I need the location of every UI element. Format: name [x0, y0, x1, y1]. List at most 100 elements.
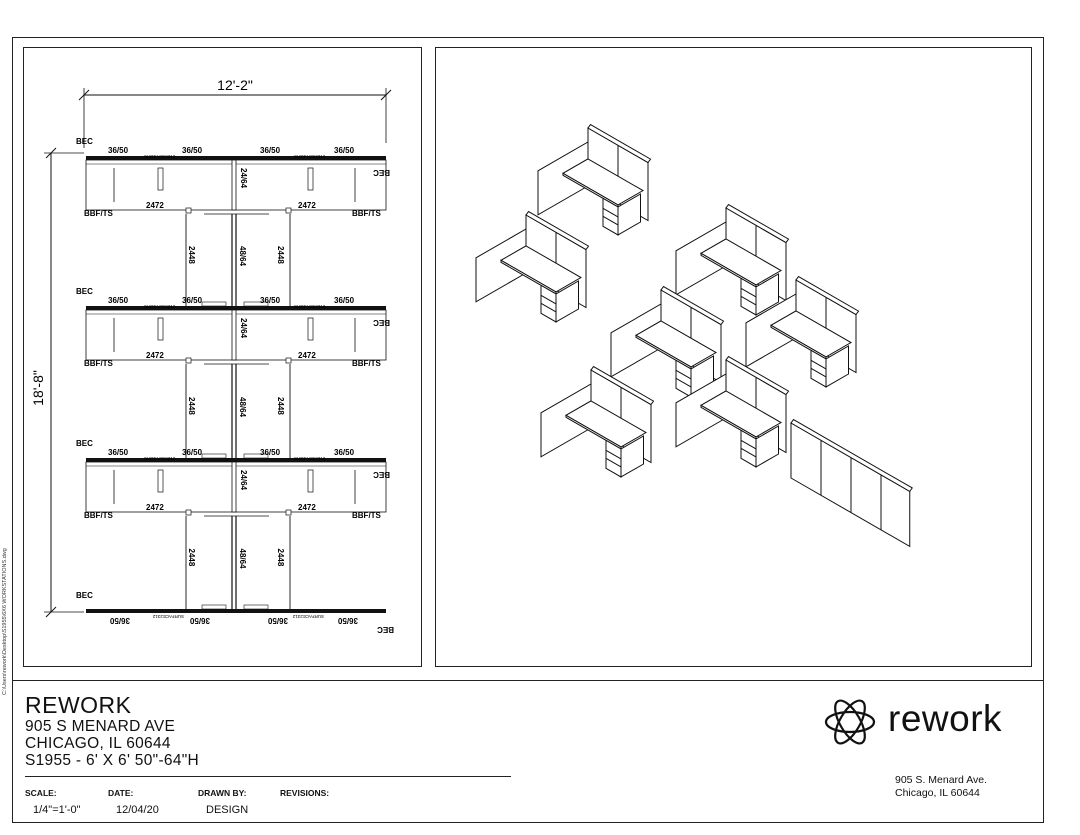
row-desk-label: 2472 — [298, 201, 316, 210]
return-label-right: 2448 — [276, 246, 285, 264]
scale-value: 1/4"=1'-0" — [33, 804, 81, 816]
overall-width-label: 12'-2" — [217, 77, 253, 93]
row-size-label: 36/50 — [334, 448, 355, 457]
row-size-label: 36/50 — [182, 296, 203, 305]
drawer-line — [675, 369, 692, 380]
row-size-label: 36/50 — [182, 146, 203, 155]
row-desk-label: 2472 — [146, 201, 164, 210]
file-path-text: C:\Users\rework\Desktop\S1955\6X6 WORKST… — [2, 548, 8, 695]
side-panel — [745, 293, 797, 368]
drawn-by-value: DESIGN — [206, 804, 249, 816]
front-panel-cap — [790, 418, 913, 493]
drawer-line — [740, 295, 757, 306]
row-top-panel — [86, 458, 386, 462]
back-panel-cap — [660, 285, 725, 326]
drawing-frame — [12, 37, 1044, 823]
svg-text:36/50: 36/50 — [267, 616, 288, 625]
row-pedestal-label: BBF/TS — [84, 209, 114, 218]
drawer-line — [740, 287, 757, 298]
back-panel-cap — [590, 365, 655, 406]
bottom-size-labels: 36/50 36/50 36/50 36/50 — [109, 616, 358, 625]
logo-address-line-1: 905 S. Menard Ave. — [895, 774, 988, 786]
back-panel-cap — [795, 275, 860, 316]
drawer-line — [605, 457, 622, 468]
rework-logo-mark — [824, 699, 876, 745]
pedestal-side — [755, 273, 779, 316]
row-top-panel — [86, 156, 386, 160]
row-pedestal-label: BBF/TS — [352, 209, 382, 218]
door-sill-left — [201, 453, 227, 459]
side-panel — [610, 303, 662, 378]
drawing-description: S1955 - 6' X 6' 50"-64"H — [25, 752, 200, 769]
row-size-label: 36/50 — [108, 296, 129, 305]
row-size-label: 36/50 — [260, 146, 281, 155]
date-label: DATE: — [108, 788, 134, 798]
post-right — [285, 509, 292, 516]
row-panel-code: SURFACE2312 — [294, 304, 326, 309]
drawer-line — [540, 294, 557, 305]
row-center-divider — [231, 309, 237, 361]
row-bec-label: BEC — [76, 439, 93, 448]
pedestal-side — [755, 425, 779, 468]
row-size-label: 36/50 — [108, 146, 129, 155]
row-size-label: 36/50 — [182, 448, 203, 457]
door-sill-left — [201, 604, 227, 610]
svg-text:36/50: 36/50 — [337, 616, 358, 625]
drawer-line — [602, 207, 619, 218]
isometric-view-panel — [435, 47, 1032, 667]
back-panel-cap — [725, 203, 790, 244]
pedestal-side — [825, 345, 849, 388]
svg-text:SURFACE2312: SURFACE2312 — [152, 614, 184, 619]
row-mid-panel-label: 24/64 — [239, 318, 248, 339]
pedestal-side — [555, 280, 579, 323]
post-right — [285, 207, 292, 214]
logo-address-line-2: Chicago, IL 60644 — [895, 787, 980, 799]
front-panel-run — [790, 422, 911, 548]
row-desk-label: 2472 — [298, 351, 316, 360]
side-panel — [675, 221, 727, 296]
post-right — [285, 357, 292, 364]
title-block-rule — [25, 776, 511, 777]
row-pedestal-label: BBF/TS — [84, 511, 114, 520]
row-size-label: 36/50 — [108, 448, 129, 457]
row-pedestal-label: BBF/TS — [352, 511, 382, 520]
spine-label: 48/64 — [238, 549, 247, 570]
row-top-panel — [86, 306, 386, 310]
side-panel — [540, 383, 592, 458]
overall-height-label: 18'-8" — [30, 370, 46, 406]
date-value: 12/04/20 — [116, 804, 159, 816]
post-left — [185, 357, 192, 364]
svg-text:36/50: 36/50 — [189, 616, 210, 625]
pedestal-side — [620, 435, 644, 478]
right-leg — [307, 167, 314, 191]
row-desk-label: 2472 — [146, 503, 164, 512]
right-leg — [307, 469, 314, 493]
door-sill-right — [243, 604, 269, 610]
bottom-bec-label-right: BEC — [377, 625, 394, 634]
back-panel-cap — [587, 123, 652, 164]
left-leg — [157, 167, 164, 191]
side-panel — [537, 141, 589, 216]
row-pedestal-label: BBF/TS — [84, 359, 114, 368]
address-line-1: 905 S MENARD AVE — [25, 718, 176, 735]
row-pedestal-label: BBF/TS — [352, 359, 382, 368]
row-center-divider — [231, 461, 237, 513]
row-size-label: 36/50 — [334, 296, 355, 305]
post-left — [185, 509, 192, 516]
row-center-divider — [231, 159, 237, 211]
left-leg — [157, 317, 164, 341]
row-panel-code: SURFACE2312 — [144, 154, 176, 159]
drawn-by-label: DRAWN BY: — [198, 788, 247, 798]
return-label-right: 2448 — [276, 549, 285, 567]
row-panel-code: SURFACE2312 — [144, 304, 176, 309]
revisions-label: REVISIONS: — [280, 788, 330, 798]
row-bec-label-right: BEC — [373, 318, 390, 327]
post-left — [185, 207, 192, 214]
title-block-divider — [12, 680, 1044, 681]
row-bec-label-right: BEC — [373, 168, 390, 177]
row-size-label: 36/50 — [334, 146, 355, 155]
row-panel-code: SURFACE2312 — [144, 456, 176, 461]
side-panel — [675, 373, 727, 448]
scale-label: SCALE: — [25, 788, 57, 798]
